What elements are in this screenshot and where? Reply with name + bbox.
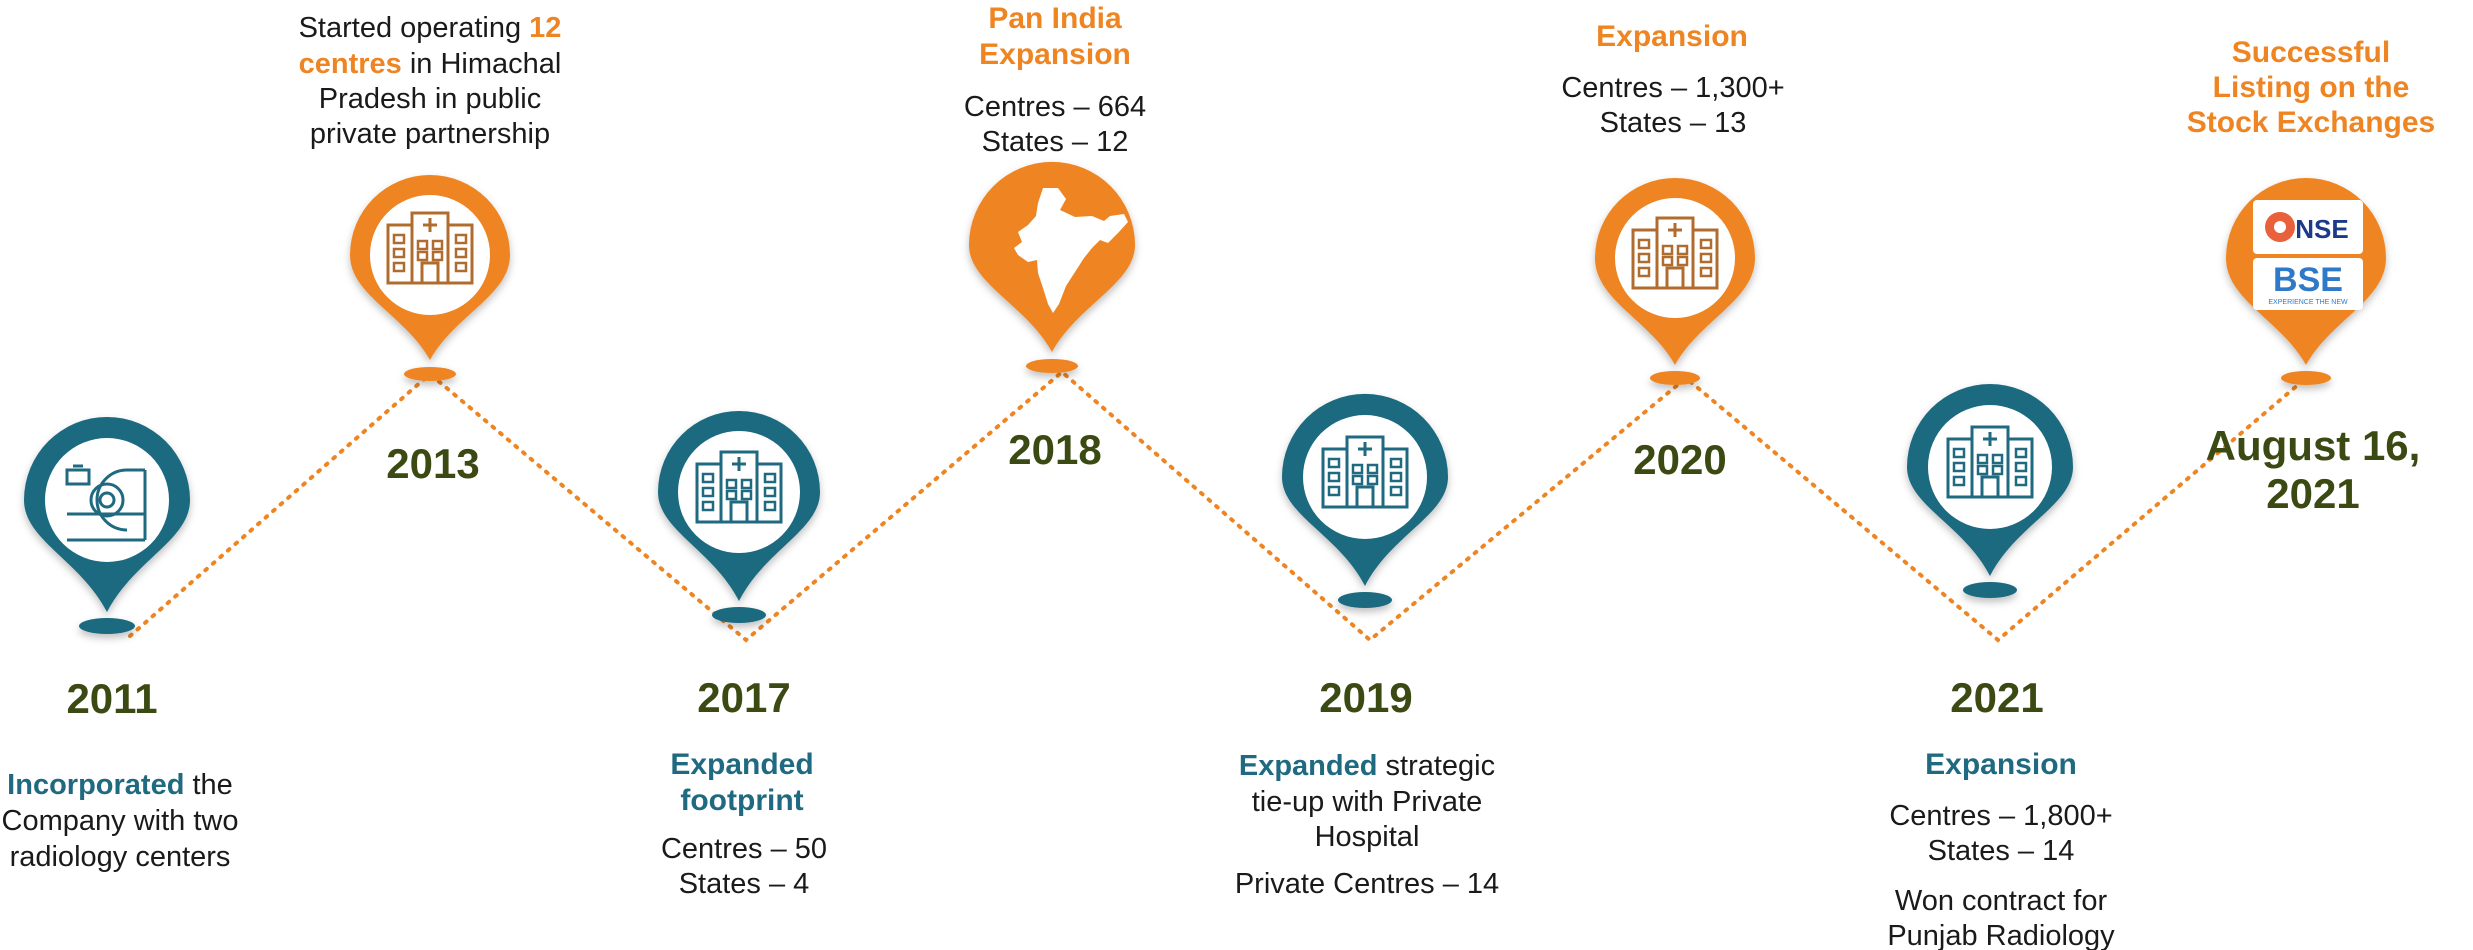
year-label: 2011 <box>66 675 157 722</box>
description-line: Centres – 50 <box>661 833 827 865</box>
mri-scanner-icon <box>65 464 147 542</box>
milestone-description: Started operating 12 <box>299 12 562 44</box>
description-line: Punjab Radiology <box>1887 920 2115 950</box>
description-line: tie-up with Private <box>1252 786 1483 818</box>
description-line: Centres – 1,800+ <box>1889 800 2112 832</box>
milestone-heading: Pan India <box>988 2 1122 35</box>
milestone-2020: 2020 Expansion Centres – 1,300+ States –… <box>1561 20 1784 483</box>
milestone-2021: 2021 Expansion Centres – 1,800+ States –… <box>1887 384 2115 950</box>
milestone-2017: 2017 Expanded footprint Centres – 50 Sta… <box>658 411 827 900</box>
highlight-text: Incorporated <box>7 769 184 801</box>
description-line: Won contract for <box>1895 885 2108 917</box>
year-label: 2018 <box>1008 426 1101 473</box>
bse-logo-text: BSE <box>2273 261 2343 299</box>
year-label: 2019 <box>1319 674 1412 721</box>
description-line: States – 14 <box>1928 835 2075 867</box>
year-label: 2020 <box>1633 436 1726 483</box>
milestone-heading: Successful <box>2232 36 2390 69</box>
highlight-text: Expanded <box>1239 750 1378 782</box>
text-run: strategic <box>1386 750 1496 782</box>
text-run: the <box>192 769 232 801</box>
milestone-heading: Expanded <box>670 748 813 781</box>
bse-tagline: EXPERIENCE THE NEW <box>2268 299 2348 306</box>
stock-exchange-logos-icon: NSE BSE EXPERIENCE THE NEW <box>2253 200 2363 310</box>
year-label: 2021 <box>1950 674 2043 721</box>
nse-logo-text: NSE <box>2295 214 2348 244</box>
description-line: Centres – 1,300+ <box>1561 72 1784 104</box>
description-line: States – 13 <box>1600 107 1747 139</box>
description-line: radiology centers <box>10 841 231 873</box>
highlight-text: centres <box>299 48 402 80</box>
description-line: Company with two <box>2 805 239 837</box>
milestone-heading: Expansion <box>1925 748 2077 781</box>
india-map-icon <box>1014 188 1128 313</box>
milestone-description: Incorporated the <box>7 769 233 801</box>
milestone-heading: Expansion <box>979 38 1131 71</box>
milestone-heading: Expansion <box>1596 20 1748 53</box>
description-line: Centres – 664 <box>964 91 1146 123</box>
year-label: 2017 <box>697 674 790 721</box>
milestone-heading: footprint <box>680 784 803 817</box>
highlight-text: 12 <box>529 12 561 44</box>
milestone-heading: Listing on the <box>2213 71 2410 104</box>
year-label: 2013 <box>386 440 479 487</box>
milestone-2013: 2013 Started operating 12 centres in Him… <box>299 12 562 487</box>
milestone-description: Expanded strategic <box>1239 750 1495 782</box>
milestone-2018: 2018 Pan India Expansion Centres – 664 S… <box>964 2 1146 473</box>
timeline-connector <box>128 369 2308 643</box>
year-label: August 16, <box>2206 422 2421 469</box>
description-line: Pradesh in public <box>319 83 541 115</box>
milestone-description: centres in Himachal <box>299 48 562 80</box>
milestone-heading: Stock Exchanges <box>2187 106 2435 139</box>
milestone-listing: NSE BSE EXPERIENCE THE NEW August 16, 20… <box>2187 36 2435 517</box>
text-run: in Himachal <box>410 48 562 80</box>
description-line: Private Centres – 14 <box>1235 868 1499 900</box>
year-label: 2021 <box>2266 470 2359 517</box>
description-line: States – 4 <box>679 868 810 900</box>
description-line: States – 12 <box>982 126 1129 158</box>
text-run: Started operating <box>299 12 521 44</box>
milestone-2019: 2019 Expanded strategic tie-up with Priv… <box>1235 393 1499 900</box>
description-line: Hospital <box>1315 821 1420 853</box>
description-line: private partnership <box>310 118 550 150</box>
milestone-2011: 2011 Incorporated the Company with two r… <box>2 416 239 873</box>
